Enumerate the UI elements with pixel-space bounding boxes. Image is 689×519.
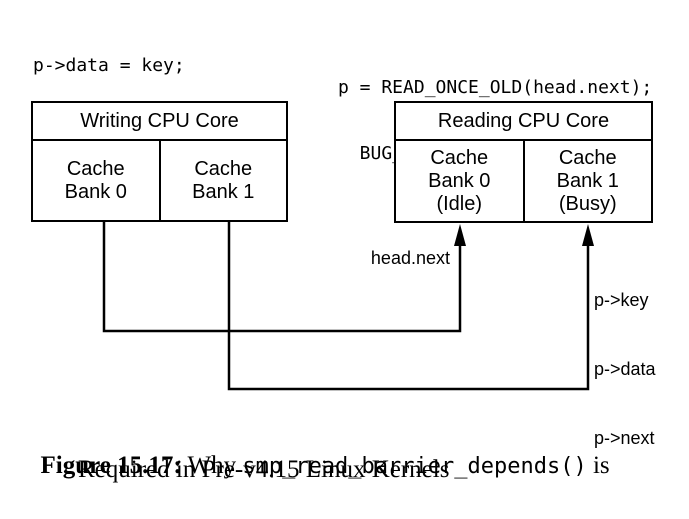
connector-bank0-line bbox=[102, 221, 462, 333]
p-data-label: p->data bbox=[594, 359, 656, 379]
writing-cache-bank-1: Cache Bank 1 bbox=[158, 141, 287, 220]
code-line: p->data = key; bbox=[33, 55, 185, 76]
reading-core-title: Reading CPU Core bbox=[396, 103, 651, 141]
bank-label-line: Bank 1 bbox=[556, 169, 619, 192]
bank-label-line: (Busy) bbox=[558, 192, 617, 215]
code-line: p = READ_ONCE_OLD(head.next); bbox=[338, 77, 653, 98]
writing-core-title: Writing CPU Core bbox=[33, 103, 286, 141]
figure-caption-line2: Required in Pre-v4.15 Linux Kernels bbox=[78, 456, 450, 483]
writing-cache-bank-0: Cache Bank 0 bbox=[33, 141, 159, 220]
figure-number: Figure 15.17: bbox=[40, 452, 182, 479]
figure-caption-line1: Figure 15.17: Why smp_read_barrier_depen… bbox=[28, 424, 610, 480]
p-key-label: p->key bbox=[594, 290, 649, 310]
reading-core-banks: Cache Bank 0 (Idle) Cache Bank 1 (Busy) bbox=[396, 141, 651, 221]
connector-bank1-arrowhead-icon bbox=[582, 224, 594, 246]
reading-cache-bank-1: Cache Bank 1 (Busy) bbox=[522, 141, 652, 221]
bank-label-line: Cache bbox=[430, 146, 489, 169]
connector-bank0-arrowhead-icon bbox=[454, 224, 466, 246]
bank-label-line: Bank 0 bbox=[64, 180, 127, 203]
writing-core-banks: Cache Bank 0 Cache Bank 1 bbox=[33, 141, 286, 220]
bank-label-line: Cache bbox=[558, 146, 617, 169]
bank-label-line: Cache bbox=[66, 157, 125, 180]
bank-label-line: (Idle) bbox=[436, 192, 483, 215]
p-fields-flow-labels: p->key p->data p->next bbox=[594, 243, 656, 473]
reading-cache-bank-0: Cache Bank 0 (Idle) bbox=[396, 141, 523, 221]
caption-text: is bbox=[586, 452, 610, 479]
reading-cpu-core-box: Reading CPU Core Cache Bank 0 (Idle) Cac… bbox=[394, 101, 653, 223]
head-next-flow-label: head.next bbox=[370, 248, 450, 268]
p-next-label: p->next bbox=[594, 428, 655, 448]
bank-label-line: Cache bbox=[194, 157, 253, 180]
writing-cpu-core-box: Writing CPU Core Cache Bank 0 Cache Bank… bbox=[31, 101, 288, 222]
bank-label-line: Bank 0 bbox=[428, 169, 491, 192]
bank-label-line: Bank 1 bbox=[192, 180, 255, 203]
caption-code: smp_read_barrier_depends() bbox=[242, 454, 587, 479]
caption-text: Why bbox=[181, 452, 243, 479]
